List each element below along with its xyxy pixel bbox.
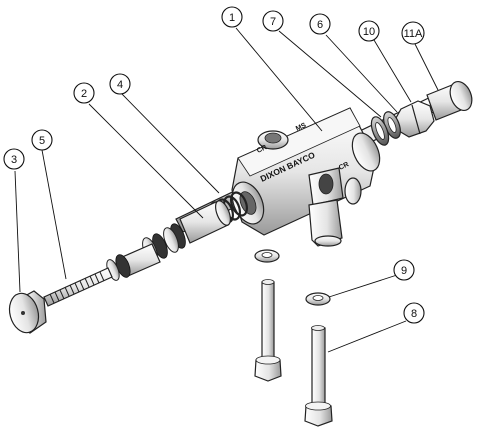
svg-text:8: 8 — [411, 308, 417, 320]
part-5-threaded-screw — [43, 267, 113, 307]
leader-8 — [327, 320, 407, 353]
leader-4 — [121, 93, 220, 194]
part-3-end-knob — [8, 290, 47, 334]
part-11a-end-cap — [426, 80, 473, 121]
part-7-o-ring — [370, 116, 390, 146]
callout-8: 8 — [403, 302, 425, 324]
part-9-washer-upper — [254, 249, 280, 263]
callout-9: 9 — [393, 259, 415, 281]
leader-2 — [88, 103, 204, 219]
leader-9 — [328, 274, 398, 298]
port-mark-right: CR — [338, 161, 350, 172]
svg-text:2: 2 — [81, 88, 87, 100]
svg-text:4: 4 — [117, 79, 123, 91]
leader-1 — [235, 27, 323, 132]
svg-text:6: 6 — [317, 19, 323, 31]
part-10-hex-nut — [395, 100, 435, 138]
callout-6: 6 — [309, 13, 331, 35]
svg-text:5: 5 — [39, 135, 45, 147]
callout-1: 1 — [221, 6, 243, 28]
callout-7: 7 — [262, 10, 284, 32]
part-8-bolt-right — [304, 325, 333, 427]
leader-10 — [373, 39, 412, 103]
leader-3 — [14, 170, 21, 293]
side-mark: MS — [295, 122, 308, 133]
svg-text:10: 10 — [363, 26, 375, 38]
callout-4: 4 — [109, 73, 131, 95]
leader-lines — [14, 27, 439, 353]
part-9-washer-lower — [305, 292, 331, 306]
leader-11a — [414, 43, 439, 91]
part-1-valve-body: DIXON BAYCO CR CR MS — [231, 107, 381, 247]
svg-text:3: 3 — [11, 154, 17, 166]
callout-10: 10 — [358, 20, 380, 42]
part-8-bolt-left — [254, 279, 282, 382]
leader-5 — [41, 149, 67, 280]
svg-text:1: 1 — [229, 12, 235, 24]
leader-6 — [325, 34, 398, 113]
svg-text:7: 7 — [270, 16, 276, 28]
callout-2: 2 — [73, 82, 95, 104]
svg-text:11A: 11A — [404, 28, 423, 40]
svg-text:9: 9 — [401, 265, 407, 277]
part-2-piston-sleeve — [106, 200, 231, 281]
callout-5: 5 — [31, 129, 53, 151]
leader-7 — [278, 30, 382, 118]
port-mark-left: CR — [256, 144, 268, 155]
callout-3: 3 — [3, 148, 25, 170]
callout-11a: 11A — [401, 21, 425, 45]
